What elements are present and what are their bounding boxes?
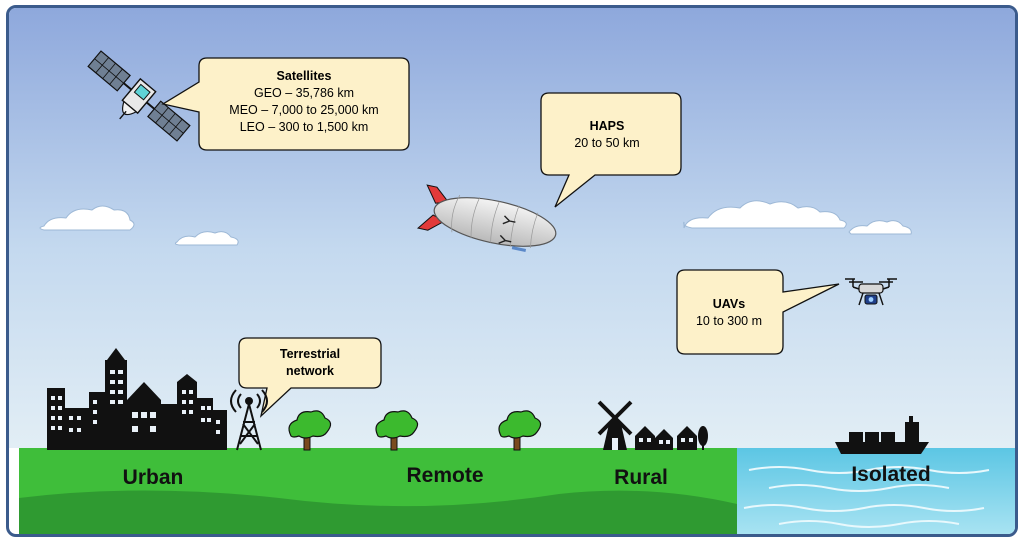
terrestrial-title-line1: Terrestrial — [280, 347, 340, 361]
city-windows — [51, 370, 220, 434]
cloud-icon — [174, 231, 239, 246]
house-icon — [635, 426, 708, 450]
satellites-leo-line: LEO – 300 to 1,500 km — [240, 120, 369, 134]
cloud-icon — [848, 220, 912, 235]
cloud-icon — [39, 205, 135, 231]
satellite-icon — [87, 50, 191, 142]
uavs-range: 10 to 300 m — [696, 314, 762, 328]
cargo-ship-icon — [835, 416, 929, 454]
windmill-icon — [597, 400, 633, 450]
tree-icon — [375, 410, 419, 451]
region-label-isolated: Isolated — [851, 463, 930, 486]
satellites-geo-line: GEO – 35,786 km — [254, 86, 354, 100]
region-label-urban: Urban — [123, 466, 184, 489]
diagram-frame: Satellites GEO – 35,786 km MEO – 7,000 t… — [6, 5, 1018, 537]
tree-icon — [288, 410, 332, 451]
satellites-callout: Satellites GEO – 35,786 km MEO – 7,000 t… — [161, 57, 410, 151]
haps-title: HAPS — [590, 119, 625, 133]
airship-icon — [416, 184, 557, 252]
tree-icon — [498, 410, 542, 451]
terrestrial-title-line2: network — [286, 364, 334, 378]
uavs-title: UAVs — [713, 297, 745, 311]
cloud-icon — [683, 200, 847, 229]
ntn-scene: Satellites GEO – 35,786 km MEO – 7,000 t… — [9, 8, 1015, 534]
haps-callout: HAPS 20 to 50 km — [540, 92, 682, 208]
haps-range: 20 to 50 km — [574, 136, 639, 150]
terrestrial-callout: Terrestrial network — [238, 337, 382, 418]
region-label-rural: Rural — [614, 466, 668, 489]
region-label-remote: Remote — [406, 464, 483, 487]
land-shading — [19, 490, 737, 534]
house-windows — [639, 438, 693, 444]
cell-tower-icon — [230, 389, 268, 451]
satellites-title: Satellites — [277, 69, 332, 83]
sea-waves — [743, 466, 990, 528]
satellites-meo-line: MEO – 7,000 to 25,000 km — [229, 103, 378, 117]
uavs-callout: UAVs 10 to 300 m — [676, 269, 840, 355]
drone-icon — [845, 278, 897, 306]
